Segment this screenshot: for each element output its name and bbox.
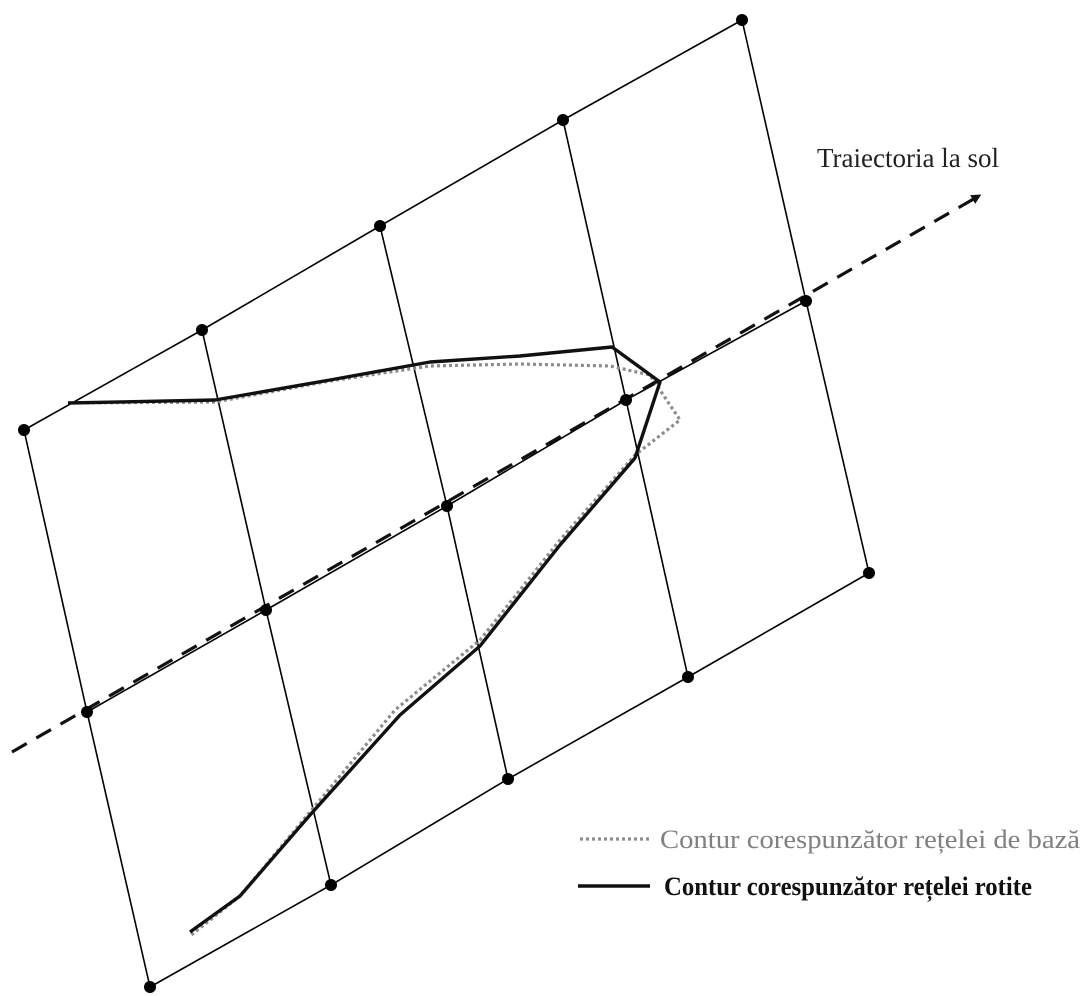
grid-node xyxy=(736,14,748,26)
legend: Contur corespunzător rețelei de bază Con… xyxy=(578,825,1081,902)
trajectory-label: Traiectoria la sol xyxy=(817,143,999,173)
grid-node xyxy=(682,671,694,683)
grid-nodes xyxy=(18,14,875,993)
base-grid-contour xyxy=(67,362,683,938)
grid-node xyxy=(196,324,208,336)
rotated-grid-contour xyxy=(67,345,662,934)
grid-node xyxy=(800,295,812,307)
grid-node xyxy=(260,604,272,616)
grid-node xyxy=(144,981,156,993)
grid-node xyxy=(620,394,632,406)
grid-node xyxy=(441,500,453,512)
ground-trajectory-arrow xyxy=(11,194,982,754)
grid-node xyxy=(374,220,386,232)
grid-node xyxy=(557,114,569,126)
legend-rotated-label: Contur corespunzător rețelei rotite xyxy=(664,872,1032,902)
legend-base-label: Contur corespunzător rețelei de bază xyxy=(660,825,1081,854)
grid-node xyxy=(18,424,30,436)
grid-node xyxy=(81,706,93,718)
grid-node xyxy=(325,879,337,891)
grid-node xyxy=(502,773,514,785)
grid-node xyxy=(863,567,875,579)
